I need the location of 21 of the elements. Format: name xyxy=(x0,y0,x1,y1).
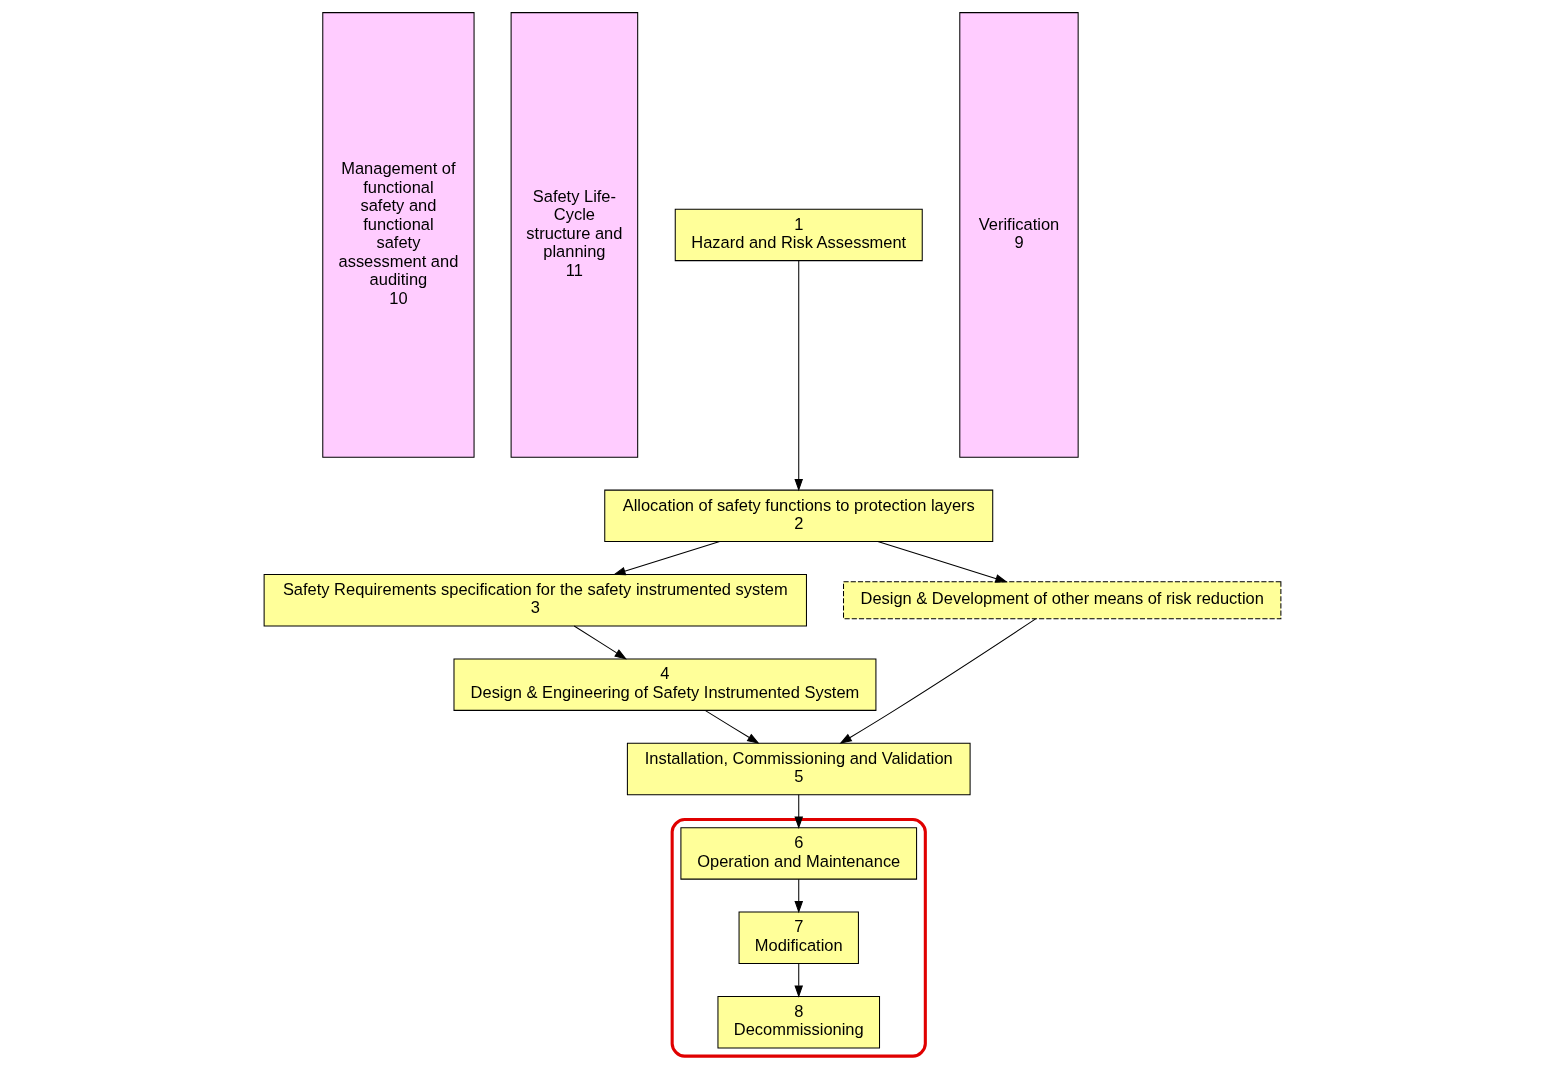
node-box: 6 Operation and Maintenance xyxy=(679,827,917,880)
node-box: 1 Hazard and Risk Assessment xyxy=(674,208,923,262)
arrow xyxy=(793,260,803,492)
arrow xyxy=(793,794,803,829)
node-box: Allocation of safety functions to protection layers 2 xyxy=(603,489,993,543)
node-box: 4 Design & Engineering of Safety Instrumented System xyxy=(452,658,876,711)
node-box: Safety Requirements specification for the safety instrumented system 3 xyxy=(263,574,807,627)
arrow xyxy=(839,618,1036,744)
arrow xyxy=(573,625,627,660)
node-box: Design & Development of other means of risk reduction xyxy=(842,581,1281,620)
node-box: Installation, Commissioning and Validation 5 xyxy=(626,742,971,796)
arrow xyxy=(793,878,803,914)
node-box: 8 Decommissioning xyxy=(716,995,880,1049)
node-box: 7 Modification xyxy=(738,911,859,965)
arrow xyxy=(612,541,720,576)
node-box: Management of functional safety and functional safety assessment and auditing 10 xyxy=(321,12,475,458)
arrow xyxy=(704,709,759,744)
node-box: Verification 9 xyxy=(958,12,1079,458)
node-box: Safety Life-Cycle structure and planning 11 xyxy=(510,12,638,458)
arrow xyxy=(876,541,1008,583)
arrow xyxy=(793,963,803,998)
